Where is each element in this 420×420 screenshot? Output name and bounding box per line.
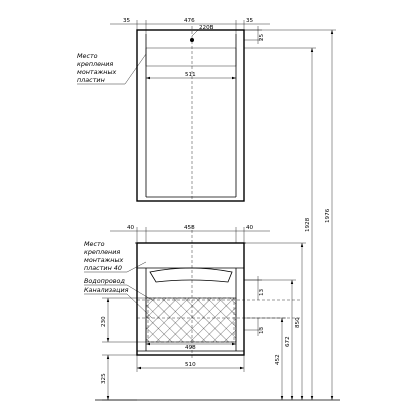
note-water: Водопровод xyxy=(84,277,125,285)
dim-498: 498 xyxy=(185,345,196,351)
note-mount-top-3: монтажных xyxy=(77,68,117,76)
overall-height-dimensions: 452 672 850 1928 1976 xyxy=(244,29,336,400)
note-sewer: Канализация xyxy=(84,286,129,294)
dim-lower-right: 40 xyxy=(246,225,254,231)
service-zone-outline xyxy=(147,297,235,343)
note-mount-top: Место крепления монтажных пластин xyxy=(77,52,147,85)
dim-upper-left: 35 xyxy=(123,18,131,24)
dim-325: 325 xyxy=(101,373,107,384)
note-mount-top-2: крепления xyxy=(77,60,113,68)
upper-cabinet-outline xyxy=(136,29,245,202)
dim-230-group: 230 xyxy=(101,297,146,343)
lower-top-dimensions: 40 458 40 xyxy=(110,225,270,243)
upper-cabinet xyxy=(136,26,245,202)
service-hatch-zone xyxy=(145,297,237,343)
dim-1976: 1976 xyxy=(325,208,331,223)
socket-point xyxy=(190,38,194,42)
dim-13-a: 13 xyxy=(259,288,265,296)
dim-672: 672 xyxy=(285,336,291,347)
dim-lower-width: 458 xyxy=(184,225,195,231)
upper-top-dimensions: 35 476 35 220В 25 511 xyxy=(110,18,270,80)
dim-13-b: 13 xyxy=(259,326,265,334)
lower-cabinet xyxy=(135,225,300,359)
dim-socket: 220В xyxy=(199,25,214,31)
dim-upper-width: 476 xyxy=(184,18,195,24)
dim-498-group: 498 xyxy=(146,342,236,351)
dim-upper-right: 35 xyxy=(246,18,254,24)
note-mount-bottom-2: крепления xyxy=(84,248,120,256)
note-mount-bottom-4: пластин 40 xyxy=(84,264,122,272)
dim-230: 230 xyxy=(101,316,107,327)
dim-upper-side: 25 xyxy=(259,33,265,41)
note-mount-bottom: Место крепления монтажных пластин 40 Вод… xyxy=(84,240,153,319)
dim-510-group: 510 xyxy=(136,355,245,372)
dim-510: 510 xyxy=(185,362,196,368)
dim-1928: 1928 xyxy=(305,217,311,232)
lower-side-dimensions: 13 13 xyxy=(244,276,265,336)
sink-bowl xyxy=(149,267,233,283)
dim-325-group: 325 xyxy=(101,354,137,401)
note-mount-bottom-3: монтажных xyxy=(84,256,124,264)
note-mount-top-1: Место xyxy=(77,52,98,60)
mounting-plate-zone-top xyxy=(145,47,237,67)
note-mount-top-4: пластин xyxy=(77,76,105,84)
note-mount-bottom-1: Место xyxy=(84,240,105,248)
dim-452: 452 xyxy=(275,354,281,365)
dim-lower-left: 40 xyxy=(127,225,135,231)
dim-upper-inner: 511 xyxy=(185,72,196,78)
dim-850: 850 xyxy=(295,317,301,328)
